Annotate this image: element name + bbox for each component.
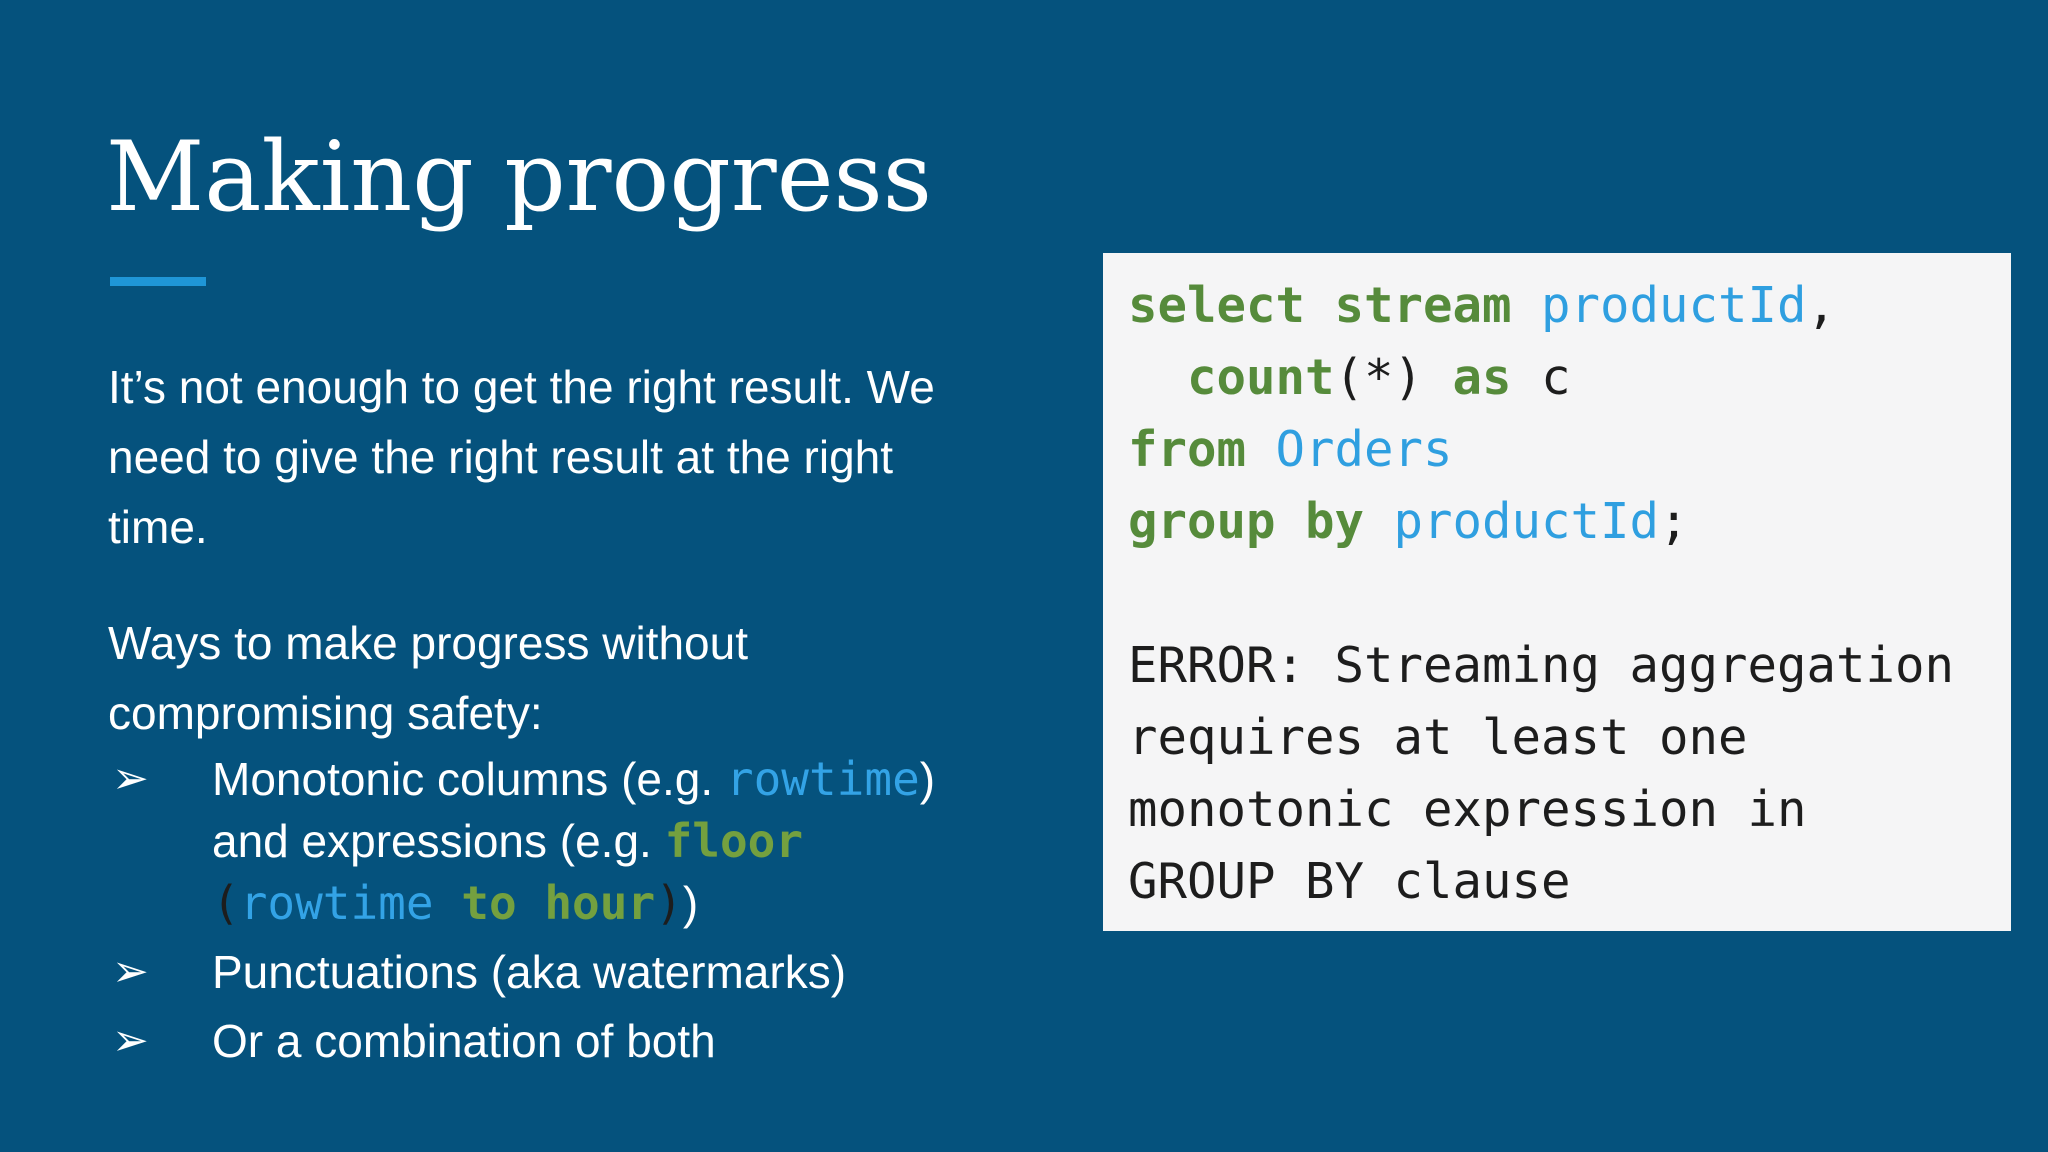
bullet-line: Punctuations (aka watermarks)	[212, 941, 846, 1003]
code-line: monotonic expression in	[1128, 774, 2003, 846]
text-segment: count	[1187, 349, 1335, 406]
code-line: count(*) as c	[1128, 342, 2003, 414]
text-segment: floor	[664, 814, 804, 868]
code-line: from Orders	[1128, 414, 2003, 486]
text-segment: and expressions (e.g.	[212, 815, 665, 867]
text-segment: ;	[1659, 493, 1689, 550]
text-line: It’s not enough to get the right result.…	[108, 361, 935, 413]
text-line: time.	[108, 501, 208, 553]
bullet-line: (rowtime to hour))	[212, 872, 935, 934]
bullet-text: Or a combination of both	[212, 1010, 716, 1072]
code-line: requires at least one	[1128, 702, 2003, 774]
intro-paragraph: It’s not enough to get the right result.…	[108, 352, 935, 562]
text-segment: rowtime	[725, 752, 920, 806]
text-segment	[1364, 493, 1394, 550]
bullet-text: Punctuations (aka watermarks)	[212, 941, 846, 1003]
text-segment: (*)	[1334, 349, 1453, 406]
text-segment: )	[655, 876, 683, 930]
text-segment	[434, 876, 462, 930]
bullet-item: ➢ Or a combination of both	[112, 1010, 935, 1072]
code-line	[1128, 558, 2003, 630]
text-segment: to hour	[461, 876, 656, 930]
ways-paragraph: Ways to make progress without compromisin…	[108, 608, 748, 748]
bullet-text: Monotonic columns (e.g. rowtime)and expr…	[212, 748, 935, 934]
text-segment: monotonic expression in	[1128, 781, 1807, 838]
text-segment: )	[682, 877, 699, 929]
page-title: Making progress	[106, 121, 933, 233]
arrow-bullet-icon: ➢	[112, 753, 149, 804]
text-segment: GROUP BY clause	[1128, 853, 1571, 910]
code-line: group by productId;	[1128, 486, 2003, 558]
title-accent-bar	[110, 277, 206, 286]
bullet-line: Monotonic columns (e.g. rowtime)	[212, 748, 935, 810]
arrow-bullet-icon: ➢	[112, 1015, 149, 1066]
bullet-line: and expressions (e.g. floor	[212, 810, 935, 872]
text-line: Ways to make progress without	[108, 617, 748, 669]
text-segment	[1246, 421, 1276, 478]
text-segment: rowtime	[239, 876, 434, 930]
text-segment: select stream	[1128, 277, 1542, 334]
text-segment: Punctuations (aka watermarks)	[212, 946, 847, 998]
text-segment: (	[212, 876, 240, 930]
text-segment: ERROR: Streaming aggregation	[1128, 637, 1955, 694]
text-line: compromising safety:	[108, 687, 543, 739]
bullet-list: ➢Monotonic columns (e.g. rowtime)and exp…	[112, 748, 935, 1072]
code-line: select stream productId,	[1128, 270, 2003, 342]
text-segment: c	[1511, 349, 1571, 406]
text-segment: )	[919, 753, 936, 805]
bullet-item: ➢Monotonic columns (e.g. rowtime)and exp…	[112, 748, 935, 934]
text-segment: ,	[1806, 277, 1837, 334]
code-line: ERROR: Streaming aggregation	[1128, 630, 2003, 702]
text-line: need to give the right result at the rig…	[108, 431, 894, 483]
bullet-line: Or a combination of both	[212, 1010, 716, 1072]
text-segment: requires at least one	[1128, 709, 1748, 766]
code-line: GROUP BY clause	[1128, 846, 2003, 918]
arrow-bullet-icon: ➢	[112, 946, 149, 997]
text-segment: Monotonic columns (e.g.	[212, 753, 726, 805]
text-segment: from	[1128, 421, 1247, 478]
bullet-item: ➢ Punctuations (aka watermarks)	[112, 941, 935, 1003]
text-segment: productId	[1393, 493, 1660, 550]
text-segment: productId	[1541, 277, 1807, 334]
text-segment: Orders	[1275, 421, 1453, 478]
text-segment: as	[1452, 349, 1512, 406]
text-segment	[1128, 349, 1187, 406]
text-segment: Or a combination of both	[212, 1015, 716, 1067]
text-segment: group by	[1128, 493, 1365, 550]
